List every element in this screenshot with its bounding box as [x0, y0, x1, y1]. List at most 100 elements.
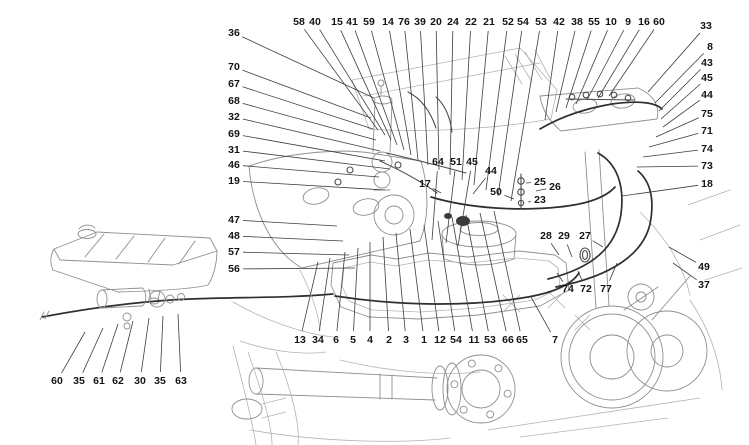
callout-leader-5 — [353, 247, 359, 332]
callout-leader-26 — [535, 188, 547, 192]
callout-label-45-2: 45 — [466, 156, 478, 168]
callout-leader-22 — [461, 30, 471, 181]
callout-leader-45 — [660, 83, 701, 120]
callout-leader-53 — [510, 30, 540, 202]
callout-label-33: 33 — [700, 20, 712, 32]
callout-leader-68 — [242, 103, 377, 141]
callout-leader-70 — [242, 69, 372, 119]
callout-leader-50 — [504, 194, 515, 200]
callout-label-7: 7 — [552, 334, 558, 346]
callout-label-54-2: 54 — [450, 334, 462, 346]
callout-label-15: 15 — [331, 16, 343, 28]
callout-label-21: 21 — [483, 16, 495, 28]
fuel-tank-sketch — [50, 224, 218, 305]
callout-label-6: 6 — [333, 334, 339, 346]
callout-leader-37 — [672, 262, 697, 281]
callout-leader-7 — [530, 296, 551, 333]
callout-label-47: 47 — [228, 214, 240, 226]
callout-leader-51 — [445, 170, 456, 244]
callout-label-73: 73 — [701, 160, 713, 172]
callout-label-35: 35 — [73, 375, 85, 387]
callout-leader-41 — [354, 30, 398, 146]
callout-leader-60 — [608, 29, 655, 97]
callout-leader-20 — [435, 30, 440, 171]
callout-label-28: 28 — [540, 230, 552, 242]
callout-leader-18 — [621, 184, 699, 197]
callout-label-54: 54 — [517, 16, 529, 28]
callout-label-69: 69 — [228, 128, 240, 140]
callout-label-1: 1 — [421, 334, 427, 346]
callout-label-60-2: 60 — [51, 375, 63, 387]
pulleys-and-belts-sketch — [487, 149, 743, 438]
callout-leader-47 — [242, 220, 338, 227]
callout-leader-52 — [485, 30, 508, 191]
engine-sketch — [232, 47, 659, 374]
callout-label-36: 36 — [228, 27, 240, 39]
callout-leader-29 — [566, 244, 573, 258]
callout-leader-62 — [119, 320, 134, 373]
callout-label-30: 30 — [134, 375, 146, 387]
callout-label-43: 43 — [701, 57, 713, 69]
callout-leader-71 — [648, 133, 699, 148]
callout-label-58: 58 — [293, 16, 305, 28]
callout-label-20: 20 — [430, 16, 442, 28]
callout-leader-42 — [544, 30, 559, 121]
callout-label-39: 39 — [414, 16, 426, 28]
callout-leader-54-2 — [437, 220, 456, 332]
callout-label-77: 77 — [600, 283, 612, 295]
callout-label-50: 50 — [490, 186, 502, 198]
callout-leader-74 — [642, 149, 699, 158]
fuel-lines-sketch — [334, 90, 663, 305]
callout-leader-39 — [420, 30, 429, 166]
callout-label-71: 71 — [701, 125, 713, 137]
callout-label-5: 5 — [350, 334, 356, 346]
callout-label-10: 10 — [605, 16, 617, 28]
callout-leader-10 — [575, 30, 608, 105]
callout-label-2: 2 — [386, 334, 392, 346]
callout-leader-12 — [423, 224, 440, 332]
callout-label-74: 74 — [701, 143, 713, 155]
callout-label-68: 68 — [228, 95, 240, 107]
callout-leader-55 — [565, 30, 592, 109]
callout-leader-53-2 — [465, 214, 489, 332]
callout-label-17: 17 — [419, 178, 431, 190]
callout-leader-15 — [340, 30, 392, 141]
callout-label-63: 63 — [175, 375, 187, 387]
callout-label-8: 8 — [707, 41, 713, 53]
callout-leader-32 — [242, 118, 381, 152]
callout-leader-34 — [318, 257, 331, 332]
callout-leader-43 — [658, 69, 701, 112]
callout-leader-1 — [409, 228, 424, 332]
callout-label-53: 53 — [535, 16, 547, 28]
callout-label-76: 76 — [398, 16, 410, 28]
callout-label-53-2: 53 — [484, 334, 496, 346]
callout-label-26: 26 — [549, 181, 561, 193]
callout-leader-35 — [82, 327, 104, 373]
callout-leader-8 — [654, 53, 704, 104]
callout-leader-2 — [382, 236, 389, 332]
callout-leader-57 — [242, 251, 350, 256]
callout-leader-69 — [242, 135, 386, 162]
callout-leader-28 — [550, 243, 560, 256]
callout-label-38: 38 — [571, 16, 583, 28]
callout-label-74-2: 74 — [562, 283, 574, 295]
callout-label-32: 32 — [228, 111, 240, 123]
fuel-pump-and-line-sketch — [39, 287, 334, 330]
callout-label-22: 22 — [465, 16, 477, 28]
callout-leader-44-2 — [472, 177, 486, 195]
callout-leader-14 — [389, 30, 412, 156]
callout-leader-72 — [577, 270, 583, 281]
callout-leader-46 — [242, 165, 380, 178]
callout-label-11: 11 — [468, 334, 479, 346]
callout-leader-64 — [431, 170, 438, 241]
callout-leader-6 — [336, 251, 346, 332]
callout-leader-23 — [527, 201, 532, 203]
callout-leader-54 — [497, 30, 523, 197]
callout-label-75: 75 — [701, 108, 713, 120]
callout-label-57: 57 — [228, 246, 240, 258]
callout-leader-21 — [473, 30, 489, 186]
callout-label-62: 62 — [112, 375, 124, 387]
callout-label-19: 19 — [228, 175, 240, 187]
callout-leader-44 — [662, 99, 700, 128]
callout-label-61: 61 — [93, 375, 105, 387]
